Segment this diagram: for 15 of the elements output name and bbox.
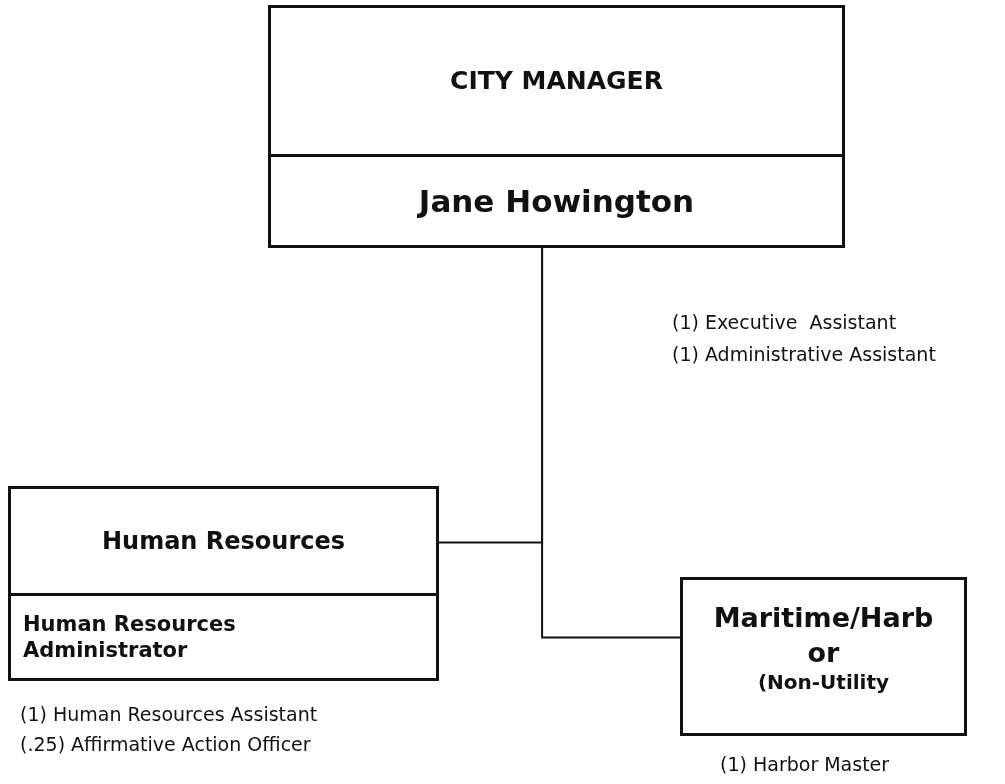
org-box [680,577,967,736]
connector-line [541,247,681,639]
staff-note: (.25) Affirmative Action Officer [20,733,311,755]
box-title: Maritime/Harb or [712,600,935,670]
staff-note: (1) Administrative Assistant [672,343,936,365]
staff-note: (1) Executive Assistant [672,311,897,333]
staff-note: (1) Human Resources Assistant [20,703,318,725]
org-box [8,486,439,681]
box-subtitle: Jane Howington [418,181,695,221]
box-title: CITY MANAGER [450,65,663,97]
org-box [268,5,845,248]
box-subtitle: Human Resources Administrator [23,610,237,664]
staff-note: (1) Harbor Master [720,753,890,775]
box-title: Human Resources [101,526,346,556]
box-subtitle: (Non-Utility [757,670,890,695]
